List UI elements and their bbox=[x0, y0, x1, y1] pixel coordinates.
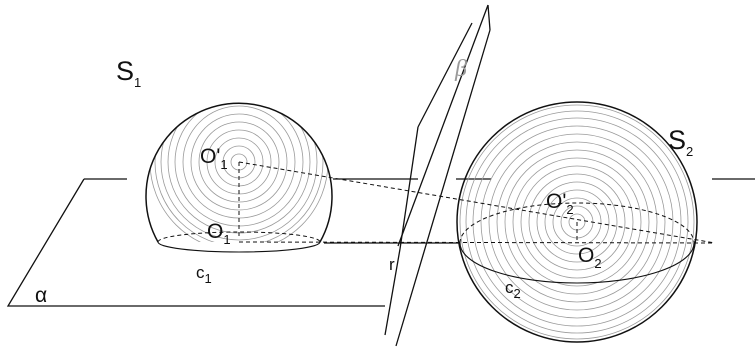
sphere-s1-outline bbox=[145, 102, 333, 243]
sphere-s2 bbox=[456, 101, 698, 343]
label-s1: S1 bbox=[116, 56, 141, 90]
circle-c1 bbox=[157, 241, 321, 253]
label-o1: O1 bbox=[207, 220, 231, 247]
label-o2: O2 bbox=[578, 244, 602, 271]
circle-c2 bbox=[459, 242, 695, 284]
label-r: r bbox=[389, 255, 395, 274]
label-o2-prime: O'2 bbox=[546, 190, 574, 217]
label-alpha: α bbox=[35, 284, 47, 307]
line-o1prime-o2prime bbox=[238, 161, 716, 244]
label-beta: β bbox=[454, 56, 467, 82]
label-o1-prime: O'1 bbox=[200, 145, 228, 172]
label-s2: S2 bbox=[668, 125, 693, 159]
circle-c2-hidden bbox=[459, 202, 695, 244]
plane-beta bbox=[384, 4, 491, 347]
label-c1: c1 bbox=[196, 263, 212, 286]
sphere-s2-shading bbox=[459, 104, 695, 340]
plane-alpha bbox=[6, 178, 755, 307]
line-o1-o2 bbox=[238, 241, 716, 244]
circle-c1-hidden bbox=[157, 231, 321, 243]
label-c2: c2 bbox=[505, 278, 521, 301]
construction-lines bbox=[238, 161, 716, 244]
sphere-s2-outline bbox=[456, 101, 698, 343]
